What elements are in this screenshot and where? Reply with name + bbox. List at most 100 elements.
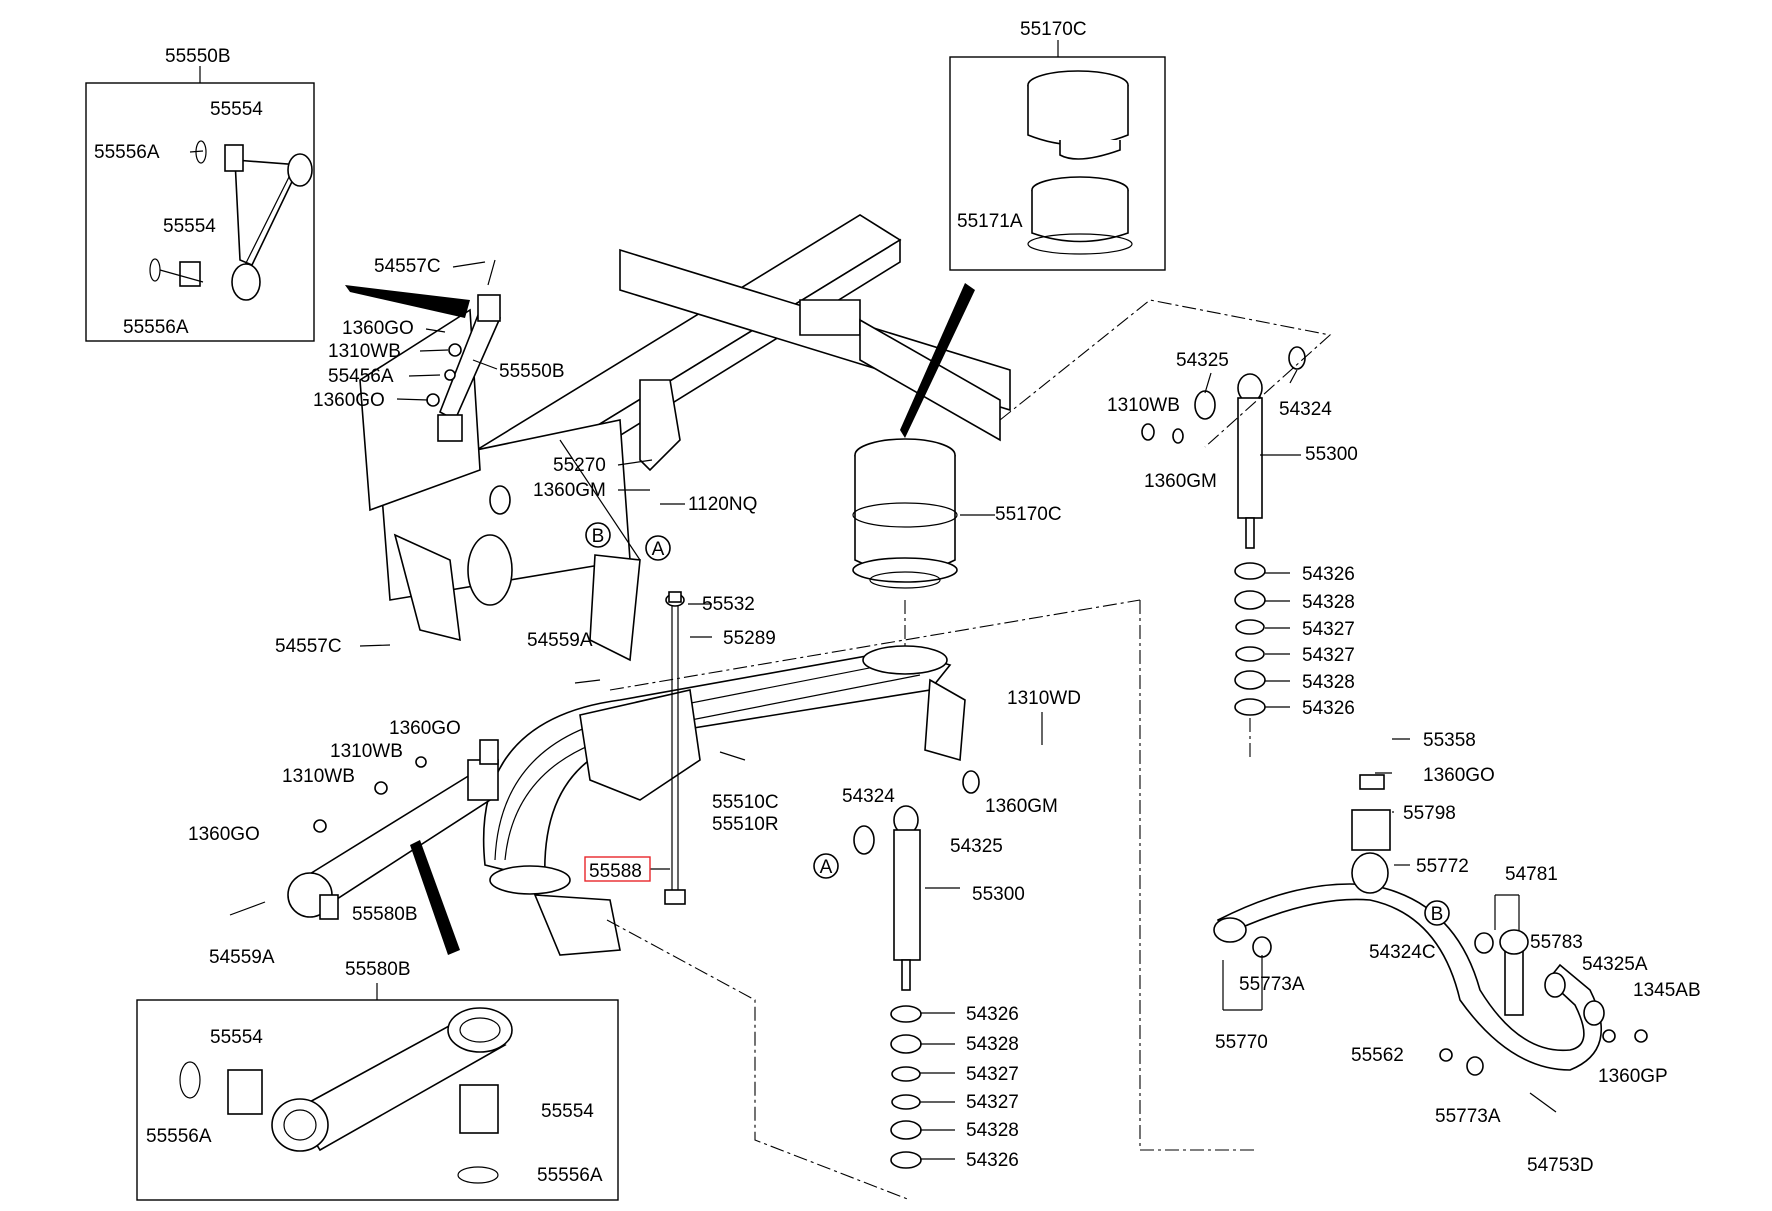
- label-55556a-c: 55556A: [146, 1126, 212, 1147]
- highlight-box-55588: [584, 856, 651, 882]
- washer-stack-front: [890, 1005, 922, 1169]
- arrow-wedge-3: [410, 840, 460, 955]
- label-55554-d: 55554: [541, 1101, 594, 1122]
- label-54326-b: 54326: [1302, 698, 1355, 719]
- label-55300-b: 55300: [972, 884, 1025, 905]
- label-1360gm-b: 1360GM: [1144, 471, 1217, 492]
- label-55773a-b: 55773A: [1435, 1106, 1501, 1127]
- label-55772: 55772: [1416, 856, 1469, 877]
- label-54559a-b: 54559A: [209, 947, 275, 968]
- label-54327-b: 54327: [1302, 645, 1355, 666]
- label-55550b-box: 55550B: [165, 46, 231, 67]
- label-54324-a: 54324: [1279, 399, 1332, 420]
- detail-box-55550b: [85, 66, 315, 342]
- label-1360gp: 1360GP: [1598, 1066, 1668, 1087]
- callout-a-frame: A: [645, 535, 671, 561]
- label-55556a-a: 55556A: [94, 142, 160, 163]
- chassis-frame: [359, 214, 1011, 662]
- callout-b-2: B: [1431, 904, 1444, 925]
- label-1345ab: 1345AB: [1633, 980, 1701, 1001]
- label-54325-b: 54325: [950, 836, 1003, 857]
- label-54327-d: 54327: [966, 1092, 1019, 1113]
- label-1360go-a: 1360GO: [342, 318, 414, 339]
- label-54557c-a: 54557C: [374, 256, 441, 277]
- label-55289: 55289: [723, 628, 776, 649]
- label-55510r: 55510R: [712, 814, 779, 835]
- label-54753d: 54753D: [1527, 1155, 1594, 1176]
- label-55783: 55783: [1530, 932, 1583, 953]
- leader-lines: [159, 150, 1520, 1160]
- label-55554-c: 55554: [210, 1027, 263, 1048]
- stabilizer-bar-55770: [1213, 774, 1648, 1113]
- arrow-wedge-2: [900, 283, 975, 438]
- label-1360go-e: 1360GO: [1423, 765, 1495, 786]
- shock-absorber-55300-front: [853, 770, 980, 991]
- detail-box-55580b: [136, 983, 619, 1201]
- label-1360go-c: 1360GO: [389, 718, 461, 739]
- label-54328-a: 54328: [1302, 592, 1355, 613]
- callout-a-shock: A: [813, 853, 839, 879]
- label-55770: 55770: [1215, 1032, 1268, 1053]
- label-1360gm-a: 1360GM: [533, 480, 606, 501]
- label-54325-a: 54325: [1176, 350, 1229, 371]
- upper-control-arm-55550b: [426, 259, 502, 442]
- callout-b-stabilizer: B: [1424, 900, 1450, 926]
- label-54326-c: 54326: [966, 1004, 1019, 1025]
- detail-box-55170c: [949, 40, 1166, 271]
- label-1360go-d: 1360GO: [188, 824, 260, 845]
- label-1310wb-c: 1310WB: [330, 741, 403, 762]
- label-55532: 55532: [702, 594, 755, 615]
- label-54557c-b: 54557C: [275, 636, 342, 657]
- label-55358: 55358: [1423, 730, 1476, 751]
- label-55773a-a: 55773A: [1239, 974, 1305, 995]
- label-1360go-b: 1360GO: [313, 390, 385, 411]
- label-55270: 55270: [553, 455, 606, 476]
- label-55510c: 55510C: [712, 792, 779, 813]
- leaf-spring-55510c: [482, 645, 966, 956]
- label-54328-c: 54328: [966, 1034, 1019, 1055]
- callout-b-frame: B: [585, 522, 611, 548]
- arrow-wedge-1: [345, 285, 470, 318]
- shock-absorber-55300-rear: [1141, 346, 1306, 549]
- callout-a-1: A: [652, 539, 665, 560]
- u-bolt-55588: [664, 591, 686, 905]
- label-1360gm-c: 1360GM: [985, 796, 1058, 817]
- label-1310wb-b: 1310WB: [1107, 395, 1180, 416]
- label-1310wb-d: 1310WB: [282, 766, 355, 787]
- assembly-outline: [606, 299, 1332, 1201]
- label-1120nq: 1120NQ: [688, 494, 757, 515]
- label-1310wb-a: 1310WB: [328, 341, 401, 362]
- label-55580b-box: 55580B: [345, 959, 411, 980]
- label-1310wd: 1310WD: [1007, 688, 1081, 709]
- label-55556a-b: 55556A: [123, 317, 189, 338]
- label-54328-d: 54328: [966, 1120, 1019, 1141]
- label-55550b-b: 55550B: [499, 361, 565, 382]
- label-55554-b: 55554: [163, 216, 216, 237]
- label-55580b-a: 55580B: [352, 904, 418, 925]
- label-55588: 55588: [589, 861, 642, 882]
- label-54326-d: 54326: [966, 1150, 1019, 1171]
- label-54559a-a: 54559A: [527, 630, 593, 651]
- label-55170c-box: 55170C: [1020, 19, 1087, 40]
- lower-control-arm-55580b: [229, 739, 499, 920]
- label-55562: 55562: [1351, 1045, 1404, 1066]
- label-55456a: 55456A: [328, 366, 394, 387]
- label-55170c-b: 55170C: [995, 504, 1062, 525]
- label-54328-b: 54328: [1302, 672, 1355, 693]
- label-54324-b: 54324: [842, 786, 895, 807]
- label-55554-a: 55554: [210, 99, 263, 120]
- part-labels: 55550B 55554 55556A 55554 55556A 54557C …: [94, 19, 1701, 1186]
- air-spring-55170c: [852, 438, 958, 650]
- label-55798: 55798: [1403, 803, 1456, 824]
- label-54324c: 54324C: [1369, 942, 1436, 963]
- label-54326-a: 54326: [1302, 564, 1355, 585]
- label-54327-c: 54327: [966, 1064, 1019, 1085]
- label-54781: 54781: [1505, 864, 1558, 885]
- callout-a-2: A: [820, 857, 833, 878]
- label-54325a: 54325A: [1582, 954, 1648, 975]
- label-55300-a: 55300: [1305, 444, 1358, 465]
- label-55171a: 55171A: [957, 211, 1023, 232]
- callout-b-1: B: [592, 526, 605, 547]
- label-54327-a: 54327: [1302, 619, 1355, 640]
